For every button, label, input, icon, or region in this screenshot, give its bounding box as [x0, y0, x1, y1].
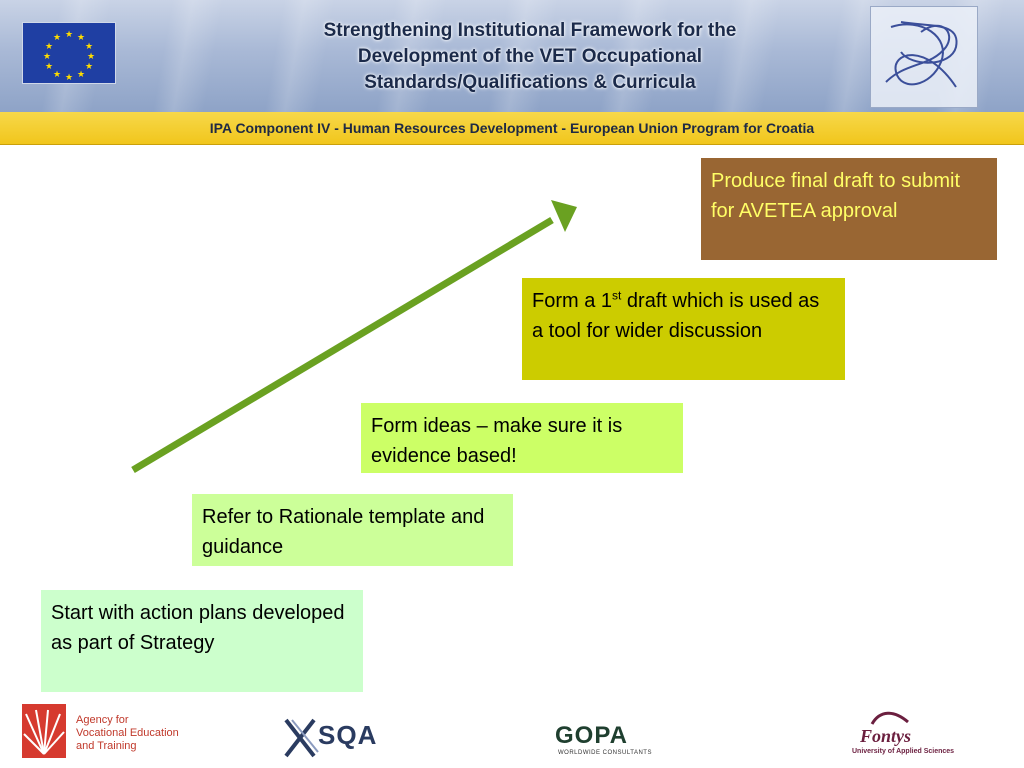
header-title-line-2: Development of the VET Occupational — [357, 46, 703, 67]
svg-text:★: ★ — [65, 73, 73, 83]
svg-text:★: ★ — [85, 42, 93, 52]
agency-line-2: Vocational Education — [76, 727, 179, 739]
sqa-logo-icon — [282, 712, 392, 760]
svg-text:★: ★ — [77, 70, 85, 80]
agency-line-1: Agency for — [76, 714, 129, 726]
svg-text:★: ★ — [45, 42, 53, 52]
header-banner: ★ ★ ★ ★ ★ ★ ★ ★ ★ ★ ★ ★ Strengthening In… — [0, 0, 1024, 112]
svg-text:★: ★ — [65, 30, 73, 40]
step-1-text: Start with action plans developed as par… — [51, 602, 345, 654]
header-background — [0, 0, 1024, 112]
program-subtitle: IPA Component IV - Human Resources Devel… — [209, 120, 815, 136]
gopa-logo-text: GOPA — [555, 722, 628, 749]
gopa-logo-subtext: WORLDWIDE CONSULTANTS — [558, 750, 652, 756]
step-5-box: Produce final draft to submit for AVETEA… — [701, 158, 997, 260]
header-title: Strengthening Institutional Framework fo… — [220, 18, 840, 96]
svg-text:★: ★ — [45, 62, 53, 72]
step-3-box: Form ideas – make sure it is evidence ba… — [361, 403, 683, 473]
step-5-text: Produce final draft to submit for AVETEA… — [711, 170, 961, 222]
fontys-logo-icon — [870, 708, 910, 726]
step-4-box: Form a 1st draft which is used as a tool… — [522, 278, 845, 380]
fontys-logo-subtext: University of Applied Sciences — [852, 748, 955, 755]
step-4-superscript: st — [612, 288, 622, 303]
eu-flag-icon: ★ ★ ★ ★ ★ ★ ★ ★ ★ ★ ★ ★ — [22, 22, 116, 84]
step-2-text: Refer to Rationale template and guidance — [202, 506, 485, 558]
step-4-text-before: Form a 1 — [532, 290, 613, 312]
svg-text:★: ★ — [43, 52, 51, 62]
step-1-box: Start with action plans developed as par… — [41, 590, 363, 692]
agency-logo-icon — [22, 704, 66, 758]
header-title-line-1: Strengthening Institutional Framework fo… — [323, 20, 737, 41]
header-title-line-3: Standards/Qualifications & Curricula — [364, 72, 696, 93]
agency-line-3: and Training — [76, 740, 137, 752]
step-2-box: Refer to Rationale template and guidance — [192, 494, 513, 566]
svg-text:★: ★ — [77, 33, 85, 43]
fontys-logo-text: Fontys — [860, 726, 912, 746]
svg-text:★: ★ — [85, 62, 93, 72]
svg-text:★: ★ — [87, 52, 95, 62]
step-4-text-after: draft which is used as a tool for wider … — [532, 290, 820, 342]
svg-text:★: ★ — [53, 70, 61, 80]
agency-logo-text: Agency for Vocational Education and Trai… — [76, 714, 179, 753]
step-3-text: Form ideas – make sure it is evidence ba… — [371, 415, 623, 467]
sqa-logo-text: SQA — [318, 720, 378, 750]
svg-text:★: ★ — [53, 33, 61, 43]
program-bar: IPA Component IV - Human Resources Devel… — [0, 112, 1024, 145]
spiral-logo-icon — [870, 6, 978, 108]
